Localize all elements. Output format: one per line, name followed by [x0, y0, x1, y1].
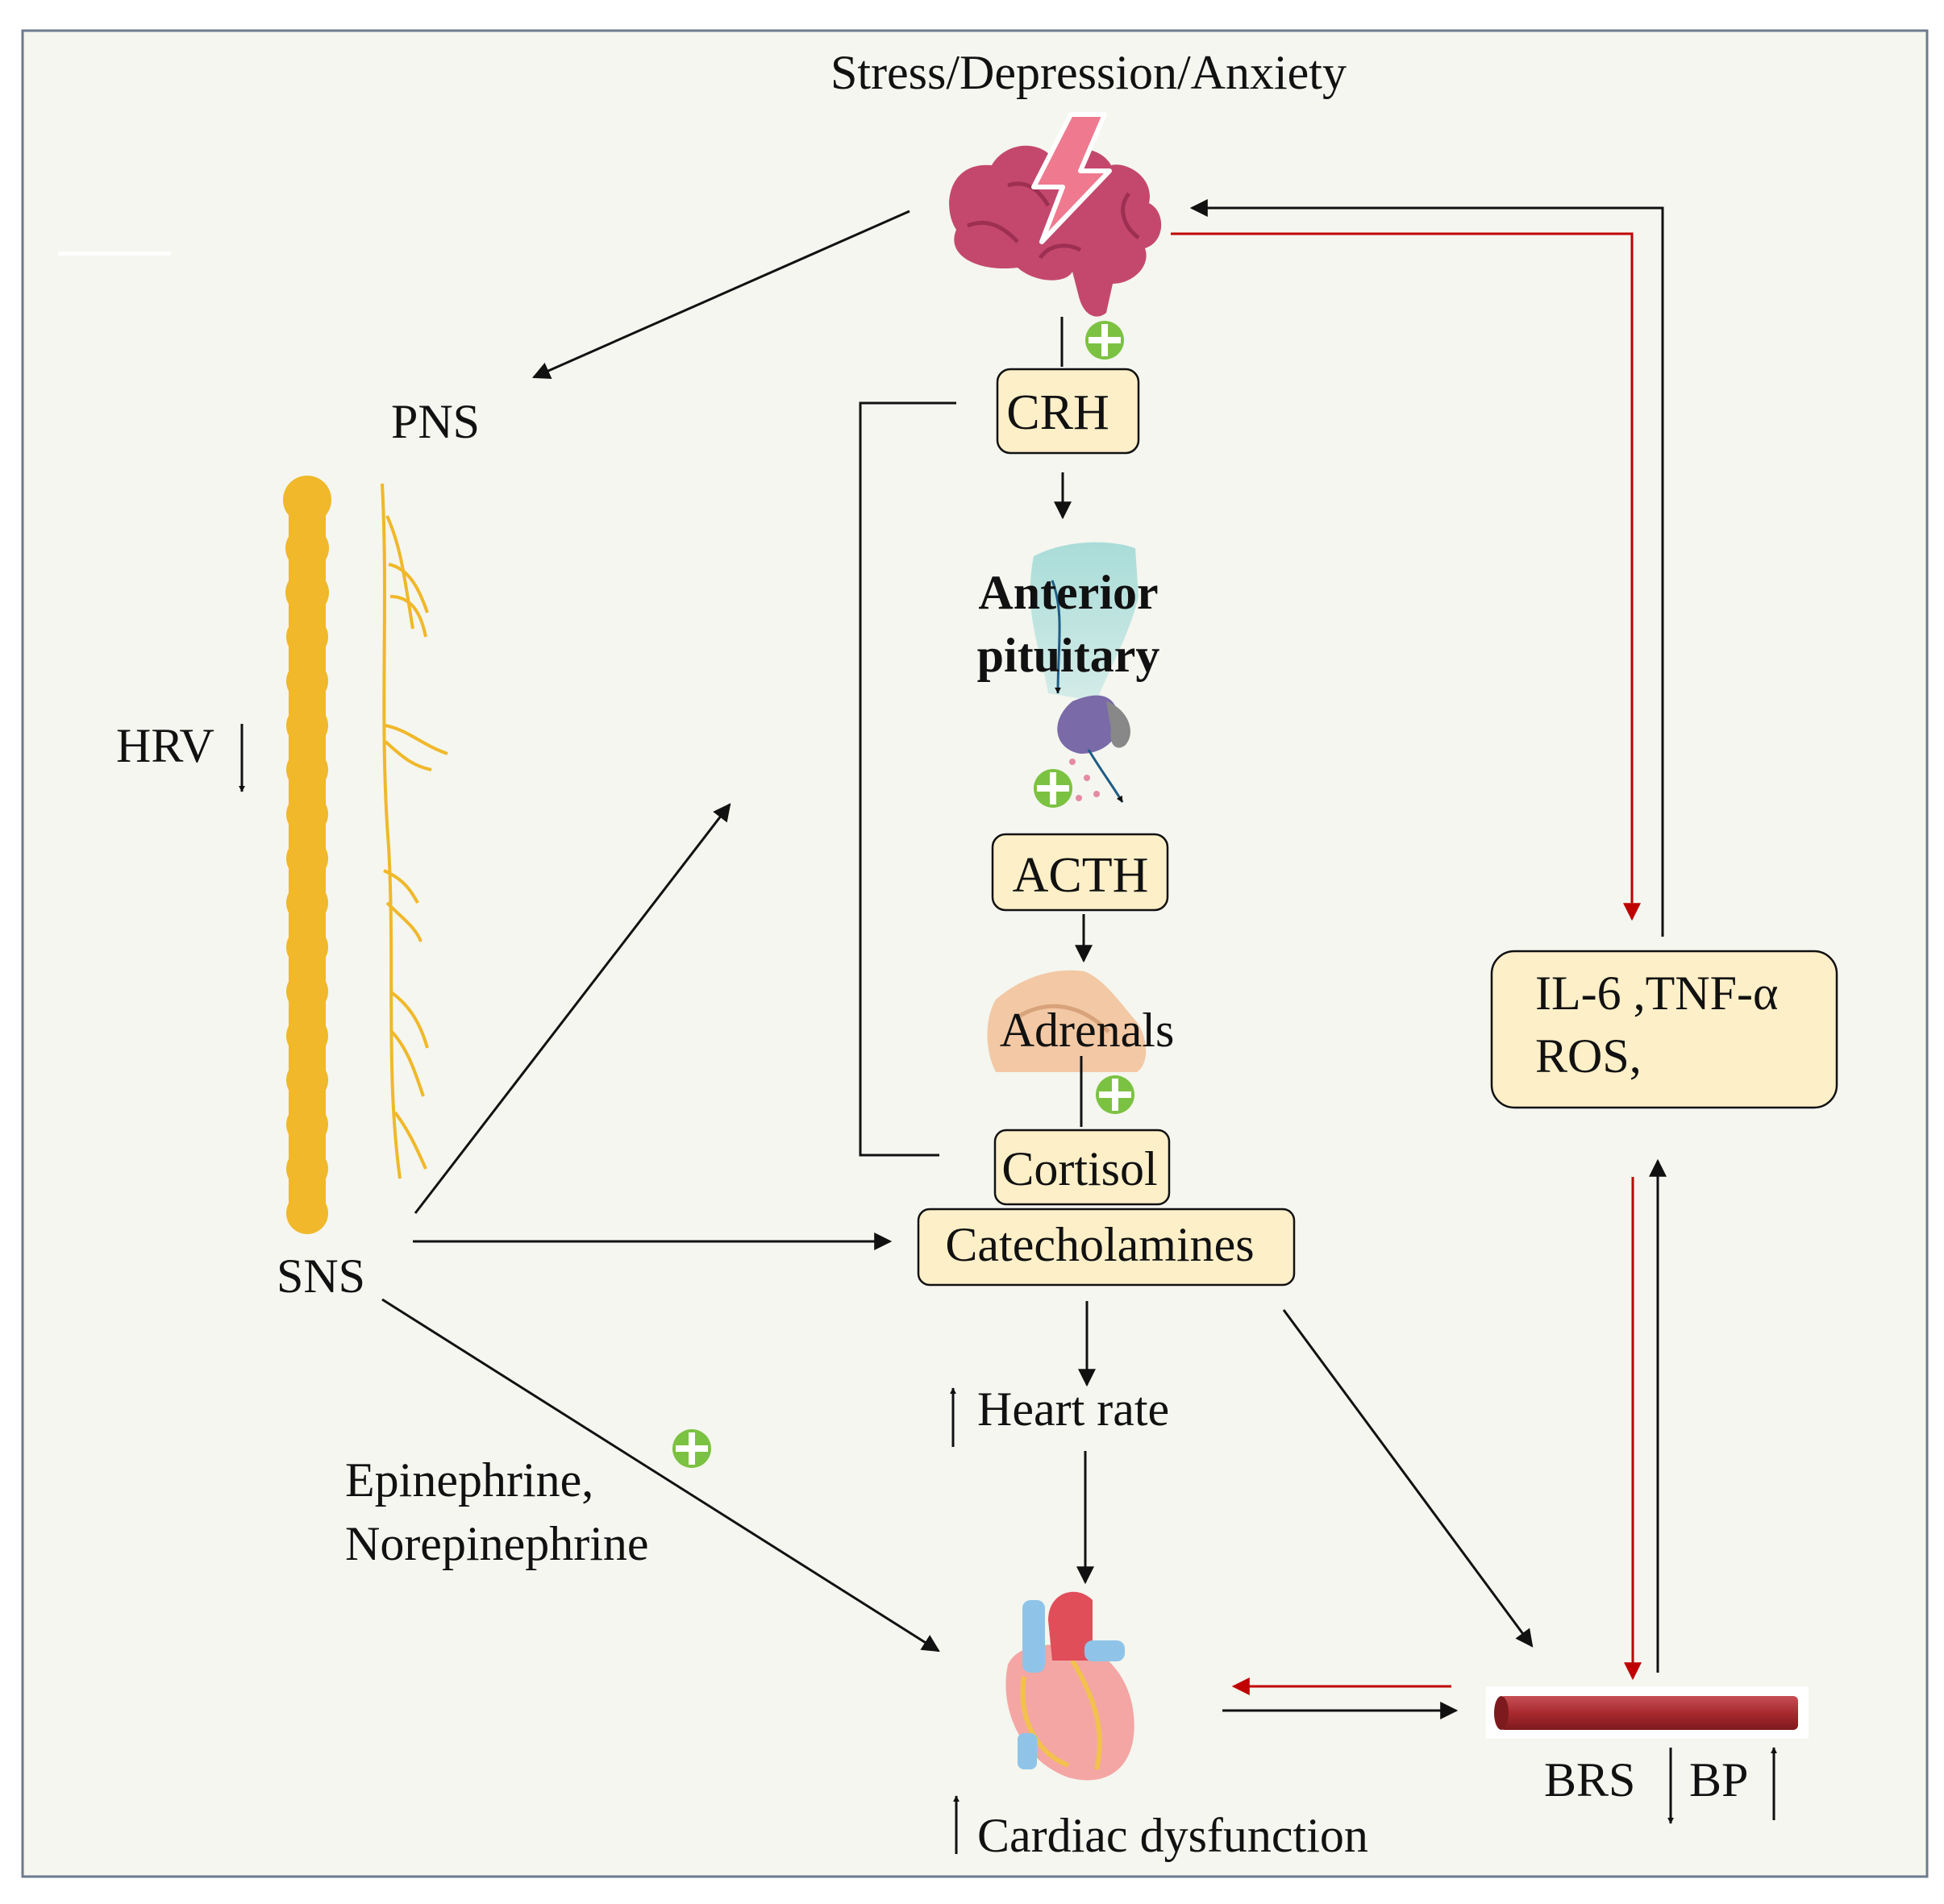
pns-label: PNS [391, 395, 480, 448]
pituitary-icon [1030, 542, 1139, 803]
catecholamines-label: Catecholamines [945, 1218, 1254, 1271]
brs-label: BRS [1544, 1753, 1635, 1806]
inflammation-label-line1: IL-6 ,TNF-α [1535, 967, 1778, 1020]
cardiac-dysfunction-label: Cardiac dysfunction [977, 1809, 1368, 1862]
cortisol-box: Cortisol [993, 1129, 1171, 1206]
bp-label: BP [1689, 1753, 1748, 1806]
plus-badge-icon [672, 1429, 711, 1468]
blood-vessel-icon [1486, 1686, 1809, 1739]
lightning-icon [1031, 112, 1112, 244]
heart-rate-label: Heart rate [977, 1382, 1169, 1436]
norepinephrine-label: Norepinephrine [345, 1517, 649, 1570]
stress-label: Stress/Depression/Anxiety [830, 46, 1347, 99]
heart-icon [1005, 1591, 1134, 1781]
plus-badge-icon [1034, 769, 1072, 808]
sns-label: SNS [277, 1249, 365, 1303]
epinephrine-label: Epinephrine, [345, 1453, 593, 1507]
hrv-label: HRV [116, 719, 214, 772]
inflammation-box: IL-6 ,TNF-α ROS, [1490, 950, 1838, 1109]
red-feedback-arrows [1171, 232, 1642, 1695]
acth-label: ACTH [1013, 848, 1149, 903]
plus-badge-icon [1096, 1075, 1134, 1114]
cortisol-label: Cortisol [1001, 1142, 1157, 1195]
adrenal-gland-icon [987, 970, 1147, 1072]
decorative-dash [58, 252, 171, 256]
anterior-pituitary-label-line2: pituitary [977, 629, 1160, 682]
spinal-cord-icon [283, 476, 331, 1234]
plus-badge-icon [1085, 321, 1124, 360]
adrenals-label: Adrenals [1000, 1004, 1175, 1057]
anterior-pituitary-label-line1: Anterior [978, 566, 1158, 619]
catecholamines-box: Catecholamines [917, 1208, 1296, 1287]
connector-arrows [239, 199, 1777, 1854]
crh-box: CRH [996, 368, 1140, 455]
nerve-fibers-icon [381, 483, 448, 1179]
inflammation-label-line2: ROS, [1535, 1029, 1642, 1083]
acth-box: ACTH [991, 833, 1169, 912]
crh-label: CRH [1006, 385, 1109, 440]
